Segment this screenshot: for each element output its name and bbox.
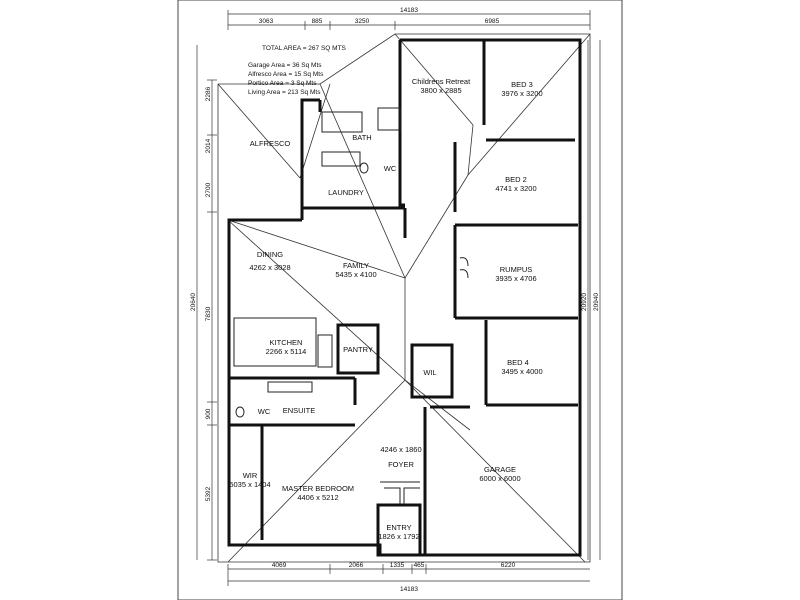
roof-lines [217, 33, 591, 563]
room-ensuite-label: ENSUITE [283, 406, 316, 415]
room-master-label: MASTER BEDROOM [282, 484, 354, 493]
room-laundry-label: LAUNDRY [328, 188, 364, 197]
room-wc-upper-label: WC [384, 164, 397, 173]
fixtures [235, 107, 469, 504]
room-entry-size: 1826 x 1792 [378, 532, 419, 541]
room-bed2-size: 4741 x 3200 [495, 184, 536, 193]
room-rumpus-label: RUMPUS [500, 265, 533, 274]
dim-left-4: 7830 [205, 306, 212, 321]
room-childrens-retreat-size: 3800 x 2885 [420, 86, 461, 95]
room-entry-label: ENTRY [386, 523, 411, 532]
dim-bottom-overall: 14183 [400, 586, 418, 593]
portico-area-text: Portico Area = 3 Sq Mts [248, 80, 317, 87]
room-wc-lower-label: WC [258, 407, 271, 416]
dim-left-overall: 20640 [190, 293, 197, 311]
total-area-text: TOTAL AREA = 267 SQ MTS [262, 45, 347, 52]
room-garage-size: 6000 x 6000 [479, 474, 520, 483]
room-wir-label: WIR [243, 471, 258, 480]
room-family-size: 5435 x 4100 [335, 270, 376, 279]
room-childrens-retreat-label: Childrens Retreat [412, 77, 471, 86]
room-dining-label: DINING [257, 250, 283, 259]
walls [227, 38, 582, 557]
dim-right-1: 20920 [581, 293, 588, 311]
dim-left-2: 2014 [205, 138, 212, 153]
room-alfresco-label: ALFRESCO [250, 139, 291, 148]
room-wil-label: WIL [423, 368, 436, 377]
dim-top-2: 885 [312, 18, 323, 25]
room-rumpus-size: 3935 x 4706 [495, 274, 536, 283]
dim-bottom-1: 4069 [272, 562, 287, 569]
dim-right-2: 20940 [593, 293, 600, 311]
dim-bottom-4: 465 [414, 562, 425, 569]
room-master-size: 4406 x 5212 [297, 493, 338, 502]
room-foyer-size: 4246 x 1860 [380, 445, 421, 454]
room-bed2-label: BED 2 [505, 175, 527, 184]
dim-left-5: 900 [205, 408, 212, 419]
room-bath-label: BATH [352, 133, 371, 142]
garage-area-text: Garage Area = 36 Sq Mts [248, 62, 322, 69]
dim-top-3: 3250 [355, 18, 370, 25]
dim-top-overall: 14183 [400, 7, 418, 14]
room-wir-size: 5035 x 1404 [229, 480, 270, 489]
dim-bottom-5: 6220 [501, 562, 516, 569]
room-kitchen-size: 2266 x 5114 [266, 347, 307, 356]
room-garage-label: GARAGE [484, 465, 516, 474]
dim-top-1: 3063 [259, 18, 274, 25]
dim-bottom-3: 1335 [390, 562, 405, 569]
dim-left-1: 2286 [205, 86, 212, 101]
room-bed4-label: BED 4 [507, 358, 529, 367]
dimension-lines [196, 10, 601, 586]
alfresco-area-text: Alfresco Area = 15 Sq Mts [248, 71, 324, 78]
room-pantry-label: PANTRY [343, 345, 373, 354]
dim-bottom-2: 2066 [349, 562, 364, 569]
room-foyer-label: FOYER [388, 460, 414, 469]
room-family-label: FAMILY [343, 261, 369, 270]
living-area-text: Living Area = 213 Sq Mts [248, 89, 321, 96]
room-dining-size: 4262 x 3028 [249, 263, 290, 272]
room-bed3-size: 3976 x 3200 [501, 89, 542, 98]
dim-left-6: 5392 [205, 486, 212, 501]
dim-left-3: 2700 [205, 182, 212, 197]
room-bed4-size: 3495 x 4000 [501, 367, 542, 376]
room-kitchen-label: KITCHEN [270, 338, 303, 347]
room-bed3-label: BED 3 [511, 80, 533, 89]
dim-top-4: 6985 [485, 18, 500, 25]
